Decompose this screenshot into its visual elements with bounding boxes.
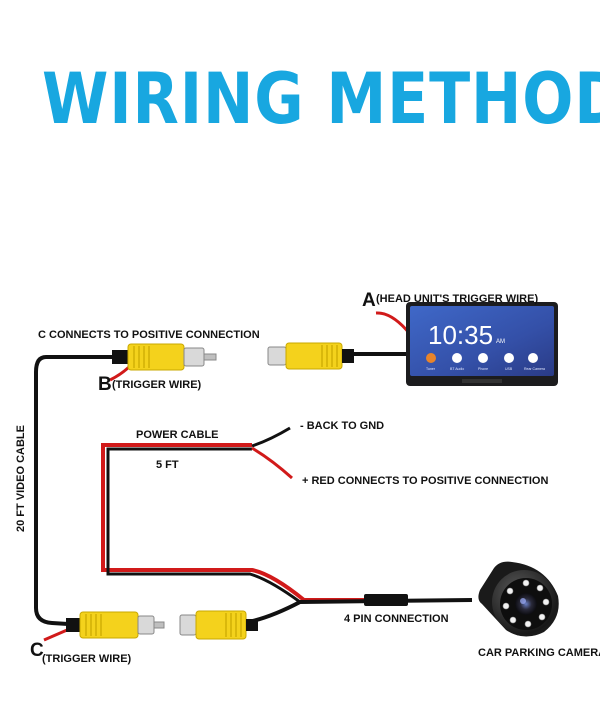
parking-camera <box>478 561 559 637</box>
power-cable-black-wire <box>106 447 301 604</box>
label-head-unit-trigger: (HEAD UNIT'S TRIGGER WIRE) <box>376 293 538 305</box>
label-c-connects: C CONNECTS TO POSITIVE CONNECTION <box>38 329 260 341</box>
head-unit-app-label: Tuner <box>426 367 436 371</box>
rca-connector-head-unit <box>267 342 354 370</box>
label-trigger-wire-c: (TRIGGER WIRE) <box>42 653 132 665</box>
head-unit-app-label: BT Audio <box>450 367 464 371</box>
label-a-letter: A <box>362 290 376 311</box>
label-trigger-wire-b: (TRIGGER WIRE) <box>112 379 202 391</box>
rca-connector-c <box>66 611 165 639</box>
head-unit-app-label: Phone <box>478 367 488 371</box>
label-b-letter: B <box>98 374 112 395</box>
rca-connector-b <box>112 343 217 371</box>
head-unit-ampm: AM <box>496 339 505 345</box>
head-unit-trigger-wire <box>375 311 412 335</box>
gnd-branch-wire <box>251 426 291 448</box>
label-five-ft: 5 FT <box>156 459 179 471</box>
label-power-cable: POWER CABLE <box>136 429 219 441</box>
trigger-wire-b <box>109 364 132 382</box>
head-unit-app-label: USB <box>505 367 513 371</box>
label-c-letter: C <box>30 640 44 661</box>
head-unit-app-label: Rear Camera <box>524 367 545 371</box>
four-pin-connector <box>364 594 408 606</box>
power-cable-red-wire <box>101 443 364 602</box>
label-video-cable: 20 FT VIDEO CABLE <box>15 425 27 532</box>
label-red-positive: + RED CONNECTS TO POSITIVE CONNECTION <box>302 475 548 487</box>
head-unit: 10:35 AM Tuner BT Audio Phone USB Rear C… <box>406 302 558 386</box>
video-cable-wire <box>34 355 114 626</box>
head-unit-clock: 10:35 <box>428 320 493 350</box>
label-back-to-gnd: - BACK TO GND <box>300 420 384 432</box>
diagram-title: WIRING METHOD <box>42 58 600 140</box>
positive-branch-wire <box>251 446 294 480</box>
rca-connector-camera <box>179 610 258 640</box>
label-four-pin: 4 PIN CONNECTION <box>344 613 449 625</box>
label-camera: CAR PARKING CAMERA <box>478 647 600 659</box>
